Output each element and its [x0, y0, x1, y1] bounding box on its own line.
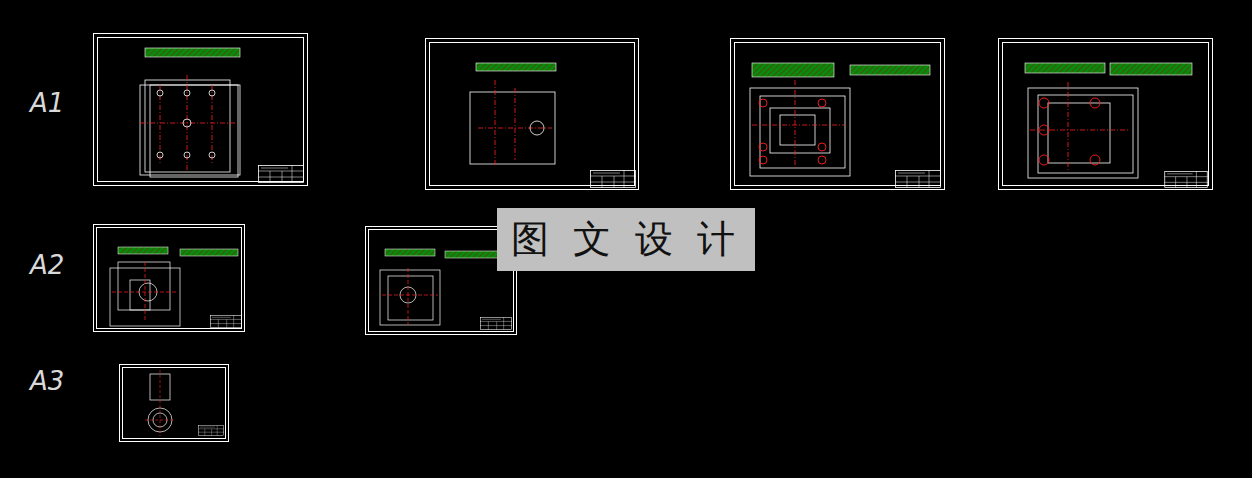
watermark-box: 图 文 设 计 — [497, 208, 755, 271]
sheet-size-label: A3 — [30, 368, 64, 394]
sheet-size-label: A2 — [30, 252, 64, 278]
watermark-text: 图 文 设 计 — [511, 214, 741, 265]
sheet-size-label: A1 — [30, 90, 64, 116]
